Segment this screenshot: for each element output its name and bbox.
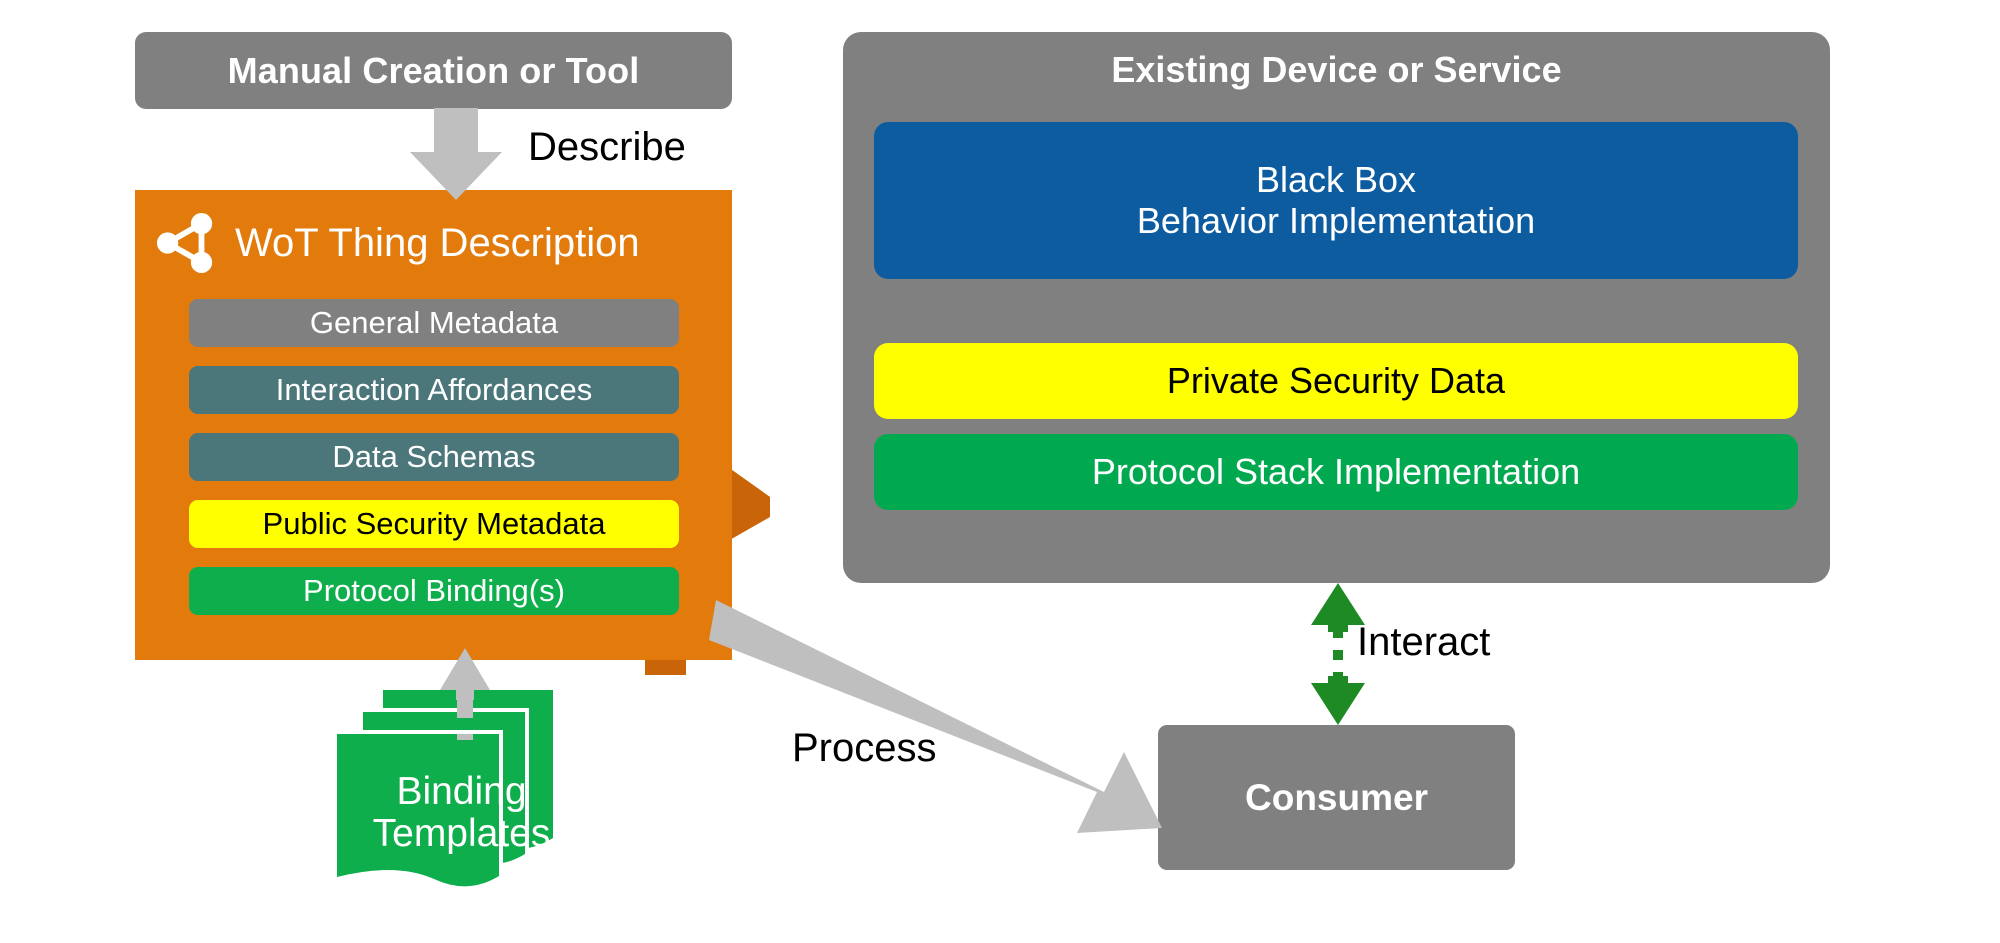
thing-description-title-label: WoT Thing Description [235, 220, 640, 265]
process-text: Process [792, 726, 937, 770]
binding-templates-stack[interactable] [325, 690, 615, 905]
process-arrow-icon [709, 600, 1162, 833]
consumer-label: Consumer [1245, 776, 1428, 818]
td-band-label: General Metadata [309, 305, 559, 340]
device-band-protocol-stack[interactable]: Protocol Stack Implementation [874, 434, 1798, 510]
device-band-line1: Protocol Stack Implementation [1091, 450, 1581, 492]
manual-creation-label: Manual Creation or Tool [227, 49, 640, 91]
device-band-line1: Private Security Data [1166, 359, 1506, 401]
interact-label: Interact [1357, 620, 1490, 665]
interact-text: Interact [1357, 620, 1491, 664]
existing-device-title: Existing Device or Service [843, 45, 1830, 95]
device-band-line1: Black Box [1255, 159, 1417, 201]
describe-arrow-icon [410, 108, 502, 200]
consumer-box[interactable]: Consumer [1158, 725, 1515, 870]
device-band-line2: Behavior Implementation [1136, 199, 1536, 241]
td-band-label: Interaction Affordances [275, 372, 593, 407]
device-band-private-security-data[interactable]: Private Security Data [874, 343, 1798, 419]
existing-device-title-label: Existing Device or Service [1111, 49, 1562, 90]
td-band-label: Data Schemas [332, 439, 536, 474]
thing-description-title: WoT Thing Description [155, 212, 715, 274]
td-band-protocol-bindings[interactable]: Protocol Binding(s) [189, 567, 679, 615]
td-band-label: Public Security Metadata [262, 506, 606, 541]
td-band-label: Protocol Binding(s) [303, 573, 565, 608]
td-band-interaction-affordances[interactable]: Interaction Affordances [189, 366, 679, 414]
process-label: Process [792, 726, 937, 771]
td-band-public-security-metadata[interactable]: Public Security Metadata [189, 500, 679, 548]
device-band-black-box[interactable]: Black Box Behavior Implementation [874, 122, 1798, 279]
td-band-data-schemas[interactable]: Data Schemas [189, 433, 679, 481]
td-band-general-metadata[interactable]: General Metadata [189, 299, 679, 347]
describe-text: Describe [528, 125, 686, 169]
manual-creation-box[interactable]: Manual Creation or Tool [135, 32, 732, 109]
wot-graph-icon [156, 212, 213, 274]
describe-label: Describe [528, 125, 686, 170]
